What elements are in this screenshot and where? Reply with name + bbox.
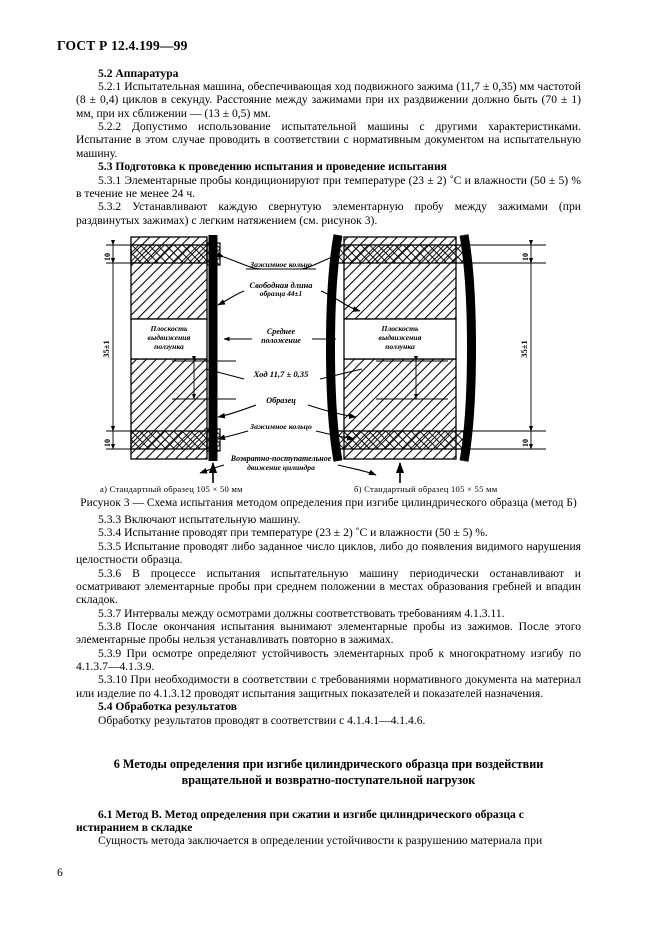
svg-text:35±1: 35±1 xyxy=(519,340,529,357)
paragraph-5-3-7: 5.3.7 Интервалы между осмотрами должны с… xyxy=(98,606,505,620)
label-free-length: Свободная длина xyxy=(250,281,313,290)
svg-text:10: 10 xyxy=(521,253,530,261)
heading-5-3: 5.3 Подготовка к проведению испытания и … xyxy=(98,160,447,174)
label-middle-position: Среднее xyxy=(267,327,296,336)
dimension-mid-right: 35±1 xyxy=(519,258,533,432)
svg-text:ползунка: ползунка xyxy=(385,342,415,351)
label-slider-plane-right: Плоскость xyxy=(380,324,419,333)
svg-text:35±1: 35±1 xyxy=(101,340,111,357)
paragraph-5-3-9: 5.3.9 При осмотре определяют устойчивост… xyxy=(76,646,581,673)
assembly-right: Плоскость выдвижения ползунка 10 xyxy=(326,234,546,484)
svg-text:10: 10 xyxy=(103,439,112,447)
page-number: 6 xyxy=(57,866,63,879)
heading-6-line1: 6 Методы определения при изгибе цилиндри… xyxy=(113,757,544,772)
label-stroke: Ход 11,7 ± 0,35 xyxy=(253,369,309,379)
label-slider-plane-left: Плоскость xyxy=(149,324,188,333)
label-clamp-ring-bottom: Зажимное кольцо xyxy=(249,422,312,431)
paragraph-5-3-4: 5.3.4 Испытание проводят при температуре… xyxy=(98,526,488,540)
dimension-bottom-left: 10 xyxy=(103,426,115,450)
label-specimen: Образец xyxy=(266,396,296,405)
svg-text:выдвижения: выдвижения xyxy=(379,333,422,342)
heading-6-line2: вращательной и возвратно-поступательной … xyxy=(181,772,476,787)
figure-caption-b: б) Стандартный образец 105 × 55 мм xyxy=(354,484,498,495)
figure-caption-main: Рисунок 3 — Схема испытания методом опре… xyxy=(80,497,577,510)
svg-text:10: 10 xyxy=(521,439,530,447)
paragraph-5-2-2: 5.2.2 Допустимо использование испытатель… xyxy=(76,119,581,160)
paragraph-5-3-10: 5.3.10 При необходимости в соответствии … xyxy=(76,673,581,700)
figure-3: 10 35±1 10 xyxy=(76,231,581,509)
dimension-bottom-right: 10 xyxy=(521,426,533,450)
svg-text:ползунка: ползунка xyxy=(154,342,184,351)
dimension-top-left: 10 xyxy=(103,240,115,264)
document-body: 5.2 Аппаратура 5.2.1 Испытательная машин… xyxy=(76,66,581,848)
paragraph-5-3-2: 5.3.2 Устанавливают каждую свернутую эле… xyxy=(76,200,581,227)
paragraph-5-2-1: 5.2.1 Испытательная машина, обеспечивающ… xyxy=(76,79,581,120)
dimension-top-right: 10 xyxy=(521,240,533,264)
svg-text:10: 10 xyxy=(103,253,112,261)
paragraph-5-3-5: 5.3.5 Испытание проводят либо заданное ч… xyxy=(76,539,581,567)
svg-text:выдвижения: выдвижения xyxy=(148,333,191,342)
paragraph-5-3-6: 5.3.6 В процессе испытания испытательную… xyxy=(76,566,581,607)
heading-5-2: 5.2 Аппаратура xyxy=(98,66,179,80)
label-clamp-ring-top: Зажимное кольцо xyxy=(249,260,312,269)
paragraph-5-3-8: 5.3.8 После окончания испытания вынимают… xyxy=(76,619,581,647)
label-reciprocating-motion: Возвратно-поступательное xyxy=(230,454,332,463)
svg-text:образца 44±1: образца 44±1 xyxy=(260,289,302,298)
paragraph-5-3-3: 5.3.3 Включают испытательную машину. xyxy=(98,513,301,527)
paragraph-6-1: Сущность метода заключается в определени… xyxy=(98,834,543,848)
heading-6-1: 6.1 Метод В. Метод определения при сжати… xyxy=(76,807,524,834)
paragraph-5-4: Обработку результатов проводят в соответ… xyxy=(98,713,426,727)
assembly-left: 10 35±1 10 xyxy=(101,235,236,484)
svg-text:движение цилиндра: движение цилиндра xyxy=(247,463,315,472)
heading-5-4: 5.4 Обработка результатов xyxy=(98,700,237,714)
page-header: ГОСТ Р 12.4.199—99 xyxy=(57,38,188,53)
dimension-mid-left: 35±1 xyxy=(101,258,115,432)
svg-text:положение: положение xyxy=(261,336,301,345)
figure-annotations: Зажимное кольцо Свободная длина образца … xyxy=(199,251,377,476)
paragraph-5-3-1: 5.3.1 Элементарные пробы кондиционируют … xyxy=(76,173,581,201)
figure-caption-a: а) Стандартный образец 105 × 50 мм xyxy=(100,484,243,495)
figure-3-diagram: 10 35±1 10 xyxy=(101,234,546,484)
